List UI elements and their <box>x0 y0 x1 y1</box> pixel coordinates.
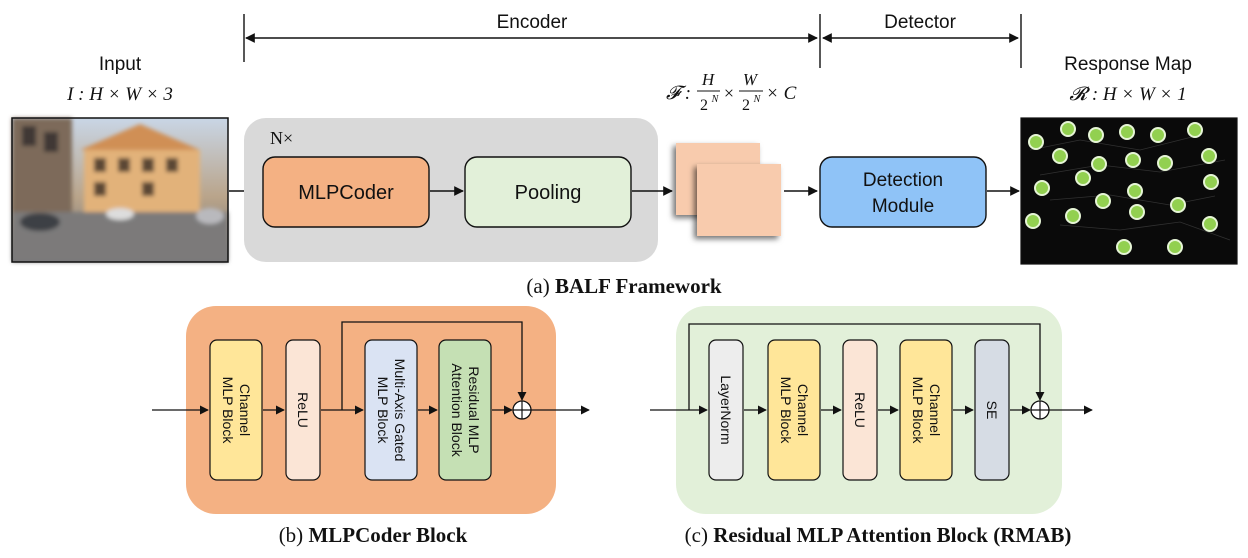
c-skip-connection <box>688 323 1045 410</box>
keypoint-dot <box>1052 148 1068 164</box>
keypoint-dot <box>1167 239 1183 255</box>
caption-b-title: MLPCoder Block <box>308 523 467 547</box>
mlpcoder-box <box>262 156 430 228</box>
caption-c: (c) Residual MLP Attention Block (RMAB) <box>685 523 1072 547</box>
feature-suffix: × C <box>766 83 797 104</box>
keypoint-dot <box>1091 156 1107 172</box>
b-block-residual-mlp-attention: Residual MLPAttention Block <box>438 339 492 481</box>
feature-w: W <box>743 70 759 89</box>
b-block-4-line2: Attention Block <box>449 363 465 457</box>
keypoint-dot <box>1119 124 1135 140</box>
feature-times: × <box>724 83 734 103</box>
keypoint-dot <box>1075 170 1091 186</box>
keypoint-dot <box>1187 122 1203 138</box>
svg-text:ChannelMLP Block: ChannelMLP Block <box>220 377 253 445</box>
svg-text:Residual MLPAttention Block: Residual MLPAttention Block <box>449 363 482 457</box>
b-block-3-line2: MLP Block <box>375 377 391 445</box>
keypoints <box>1025 121 1219 255</box>
detector-label: Detector <box>884 12 956 33</box>
b-add-node <box>512 400 532 420</box>
caption-a-prefix: (a) <box>526 274 549 298</box>
c-add-node <box>1030 400 1050 420</box>
keypoint-dot <box>1125 152 1141 168</box>
b-skip-connection <box>341 321 527 410</box>
c-block-se: SE <box>974 339 1010 481</box>
c-block-1-line1: LayerNorm <box>718 375 734 444</box>
keypoint-dot <box>1034 180 1050 196</box>
keypoint-dot <box>1065 208 1081 224</box>
encoder-label: Encoder <box>497 12 568 33</box>
svg-text:ChannelMLP Block: ChannelMLP Block <box>778 377 811 445</box>
keypoint-dot <box>1095 193 1111 209</box>
b-block-3-line1: Multi-Axis Gated <box>392 359 408 462</box>
c-block-5-line1: SE <box>984 401 1000 420</box>
c-block-4-line2: MLP Block <box>910 377 926 445</box>
b-block-channel-mlp: ChannelMLP Block <box>209 339 263 481</box>
keypoint-dot <box>1201 148 1217 164</box>
feature-map-stack <box>676 143 781 236</box>
feature-prefix: 𝓕 : <box>666 83 691 104</box>
b-block-4-line1: Residual MLP <box>466 366 482 453</box>
pooling-box <box>464 156 632 228</box>
caption-a-title: BALF Framework <box>555 274 722 298</box>
caption-b: (b) MLPCoder Block <box>279 523 468 547</box>
repeat-label: N× <box>270 128 293 148</box>
keypoint-dot <box>1028 134 1044 150</box>
feature-den-base-2: 2 <box>742 97 750 114</box>
c-block-2-line2: MLP Block <box>778 377 794 445</box>
keypoint-dot <box>1060 121 1076 137</box>
b-block-relu: ReLU <box>285 339 321 481</box>
feature-den-exp-2: N <box>753 94 762 105</box>
svg-text:ReLU: ReLU <box>852 392 868 428</box>
svg-text:ReLU: ReLU <box>295 392 311 428</box>
c-block-relu: ReLU <box>842 339 878 481</box>
feature-shape: 𝓕 : H 2 N × W 2 N × C <box>666 70 797 114</box>
detector-span: Detector <box>819 12 1022 68</box>
pooling-label: Pooling <box>515 182 582 204</box>
mlpcoder-label: MLPCoder <box>298 182 394 204</box>
c-block-4-line1: Channel <box>927 384 943 436</box>
b-block-2-line1: ReLU <box>295 392 311 428</box>
encoder-span: Encoder <box>243 12 818 62</box>
caption-b-prefix: (b) <box>279 523 304 547</box>
feature-h: H <box>701 70 716 89</box>
svg-text:Multi-Axis GatedMLP Block: Multi-Axis GatedMLP Block <box>375 359 408 462</box>
feature-den-base-1: 2 <box>700 97 708 114</box>
c-block-channel-mlp-2: ChannelMLP Block <box>899 339 953 481</box>
detection-module-box <box>819 156 987 228</box>
response-label: Response Map <box>1064 54 1192 75</box>
keypoint-dot <box>1088 127 1104 143</box>
caption-c-prefix: (c) <box>685 523 708 547</box>
b-block-multi-axis-gated: Multi-Axis GatedMLP Block <box>364 339 418 481</box>
input-label: Input <box>99 54 142 75</box>
c-block-3-line1: ReLU <box>852 392 868 428</box>
keypoint-dot <box>1127 183 1143 199</box>
keypoint-dot <box>1170 197 1186 213</box>
svg-text:LayerNorm: LayerNorm <box>718 375 734 444</box>
keypoint-dot <box>1203 174 1219 190</box>
input-shape: I : H × W × 3 <box>66 84 173 105</box>
response-shape: 𝓡 : H × W × 1 <box>1069 84 1186 105</box>
c-block-channel-mlp-1: ChannelMLP Block <box>767 339 821 481</box>
detection-label-line2: Module <box>872 196 934 217</box>
caption-c-title: Residual MLP Attention Block (RMAB) <box>713 523 1071 547</box>
svg-text:ChannelMLP Block: ChannelMLP Block <box>910 377 943 445</box>
c-block-2-line1: Channel <box>795 384 811 436</box>
c-block-layernorm: LayerNorm <box>708 339 744 481</box>
b-block-1-line1: Channel <box>237 384 253 436</box>
keypoint-dot <box>1202 216 1218 232</box>
input-image <box>11 117 229 263</box>
keypoint-dot <box>1150 127 1166 143</box>
keypoint-dot <box>1157 155 1173 171</box>
keypoint-dot <box>1129 204 1145 220</box>
caption-a: (a) BALF Framework <box>526 274 721 298</box>
b-block-1-line2: MLP Block <box>220 377 236 445</box>
feature-den-exp-1: N <box>711 94 720 105</box>
svg-text:SE: SE <box>984 401 1000 420</box>
keypoint-dot <box>1025 213 1041 229</box>
detection-label-line1: Detection <box>863 170 943 191</box>
keypoint-dot <box>1116 239 1132 255</box>
response-map-image <box>1020 117 1238 265</box>
